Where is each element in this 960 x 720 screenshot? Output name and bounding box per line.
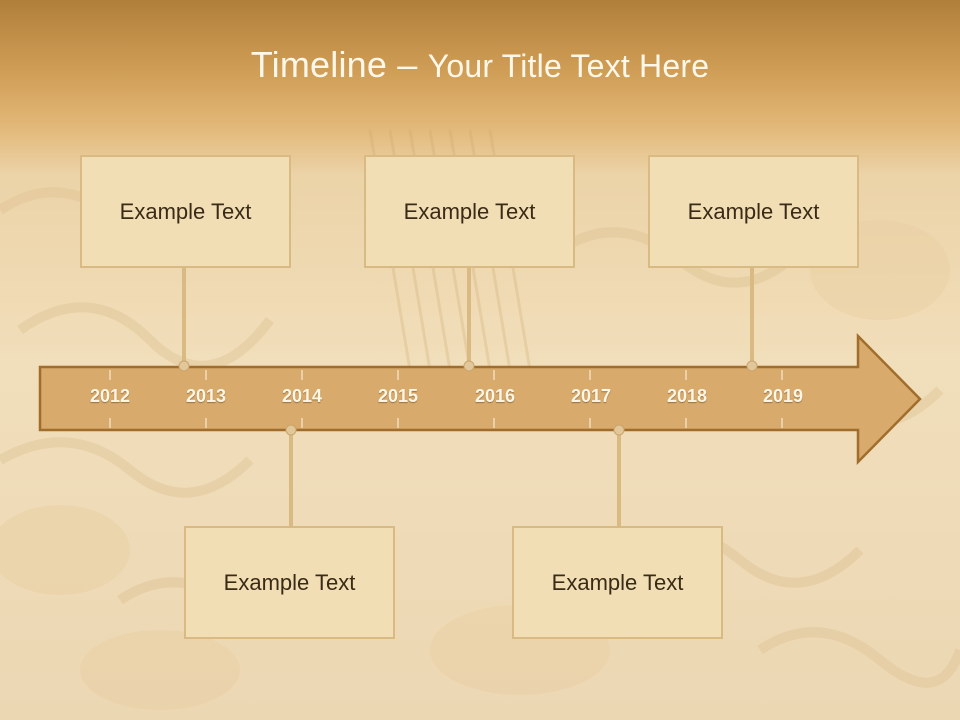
event-text: Example Text <box>223 569 356 595</box>
event-text: Example Text <box>687 198 820 224</box>
year-label: 2016 <box>474 386 516 406</box>
connector-dot-top-1 <box>178 360 190 372</box>
year-label: 2013 <box>185 386 227 406</box>
year-label: 2018 <box>666 386 708 406</box>
timeline-arrow <box>38 332 922 466</box>
event-box-bottom-1[interactable]: Example Text <box>184 526 395 639</box>
connector-dot-bottom-2 <box>613 424 625 436</box>
event-text: Example Text <box>403 198 536 224</box>
event-box-top-1[interactable]: Example Text <box>80 155 291 268</box>
event-box-top-2[interactable]: Example Text <box>364 155 575 268</box>
event-box-top-3[interactable]: Example Text <box>648 155 859 268</box>
title-main: Timeline – <box>250 44 428 85</box>
connector-dot-top-3 <box>746 360 758 372</box>
title-sub: Your Title Text Here <box>427 48 710 84</box>
slide-title: Timeline – Your Title Text Here <box>0 44 960 86</box>
year-label: 2015 <box>377 386 419 406</box>
year-label: 2017 <box>570 386 612 406</box>
year-label: 2019 <box>762 386 804 406</box>
event-text: Example Text <box>551 569 684 595</box>
connector-dot-top-2 <box>463 360 475 372</box>
event-text: Example Text <box>119 198 252 224</box>
event-box-bottom-2[interactable]: Example Text <box>512 526 723 639</box>
year-label: 2014 <box>281 386 323 406</box>
connector-dot-bottom-1 <box>285 424 297 436</box>
year-label: 2012 <box>89 386 131 406</box>
